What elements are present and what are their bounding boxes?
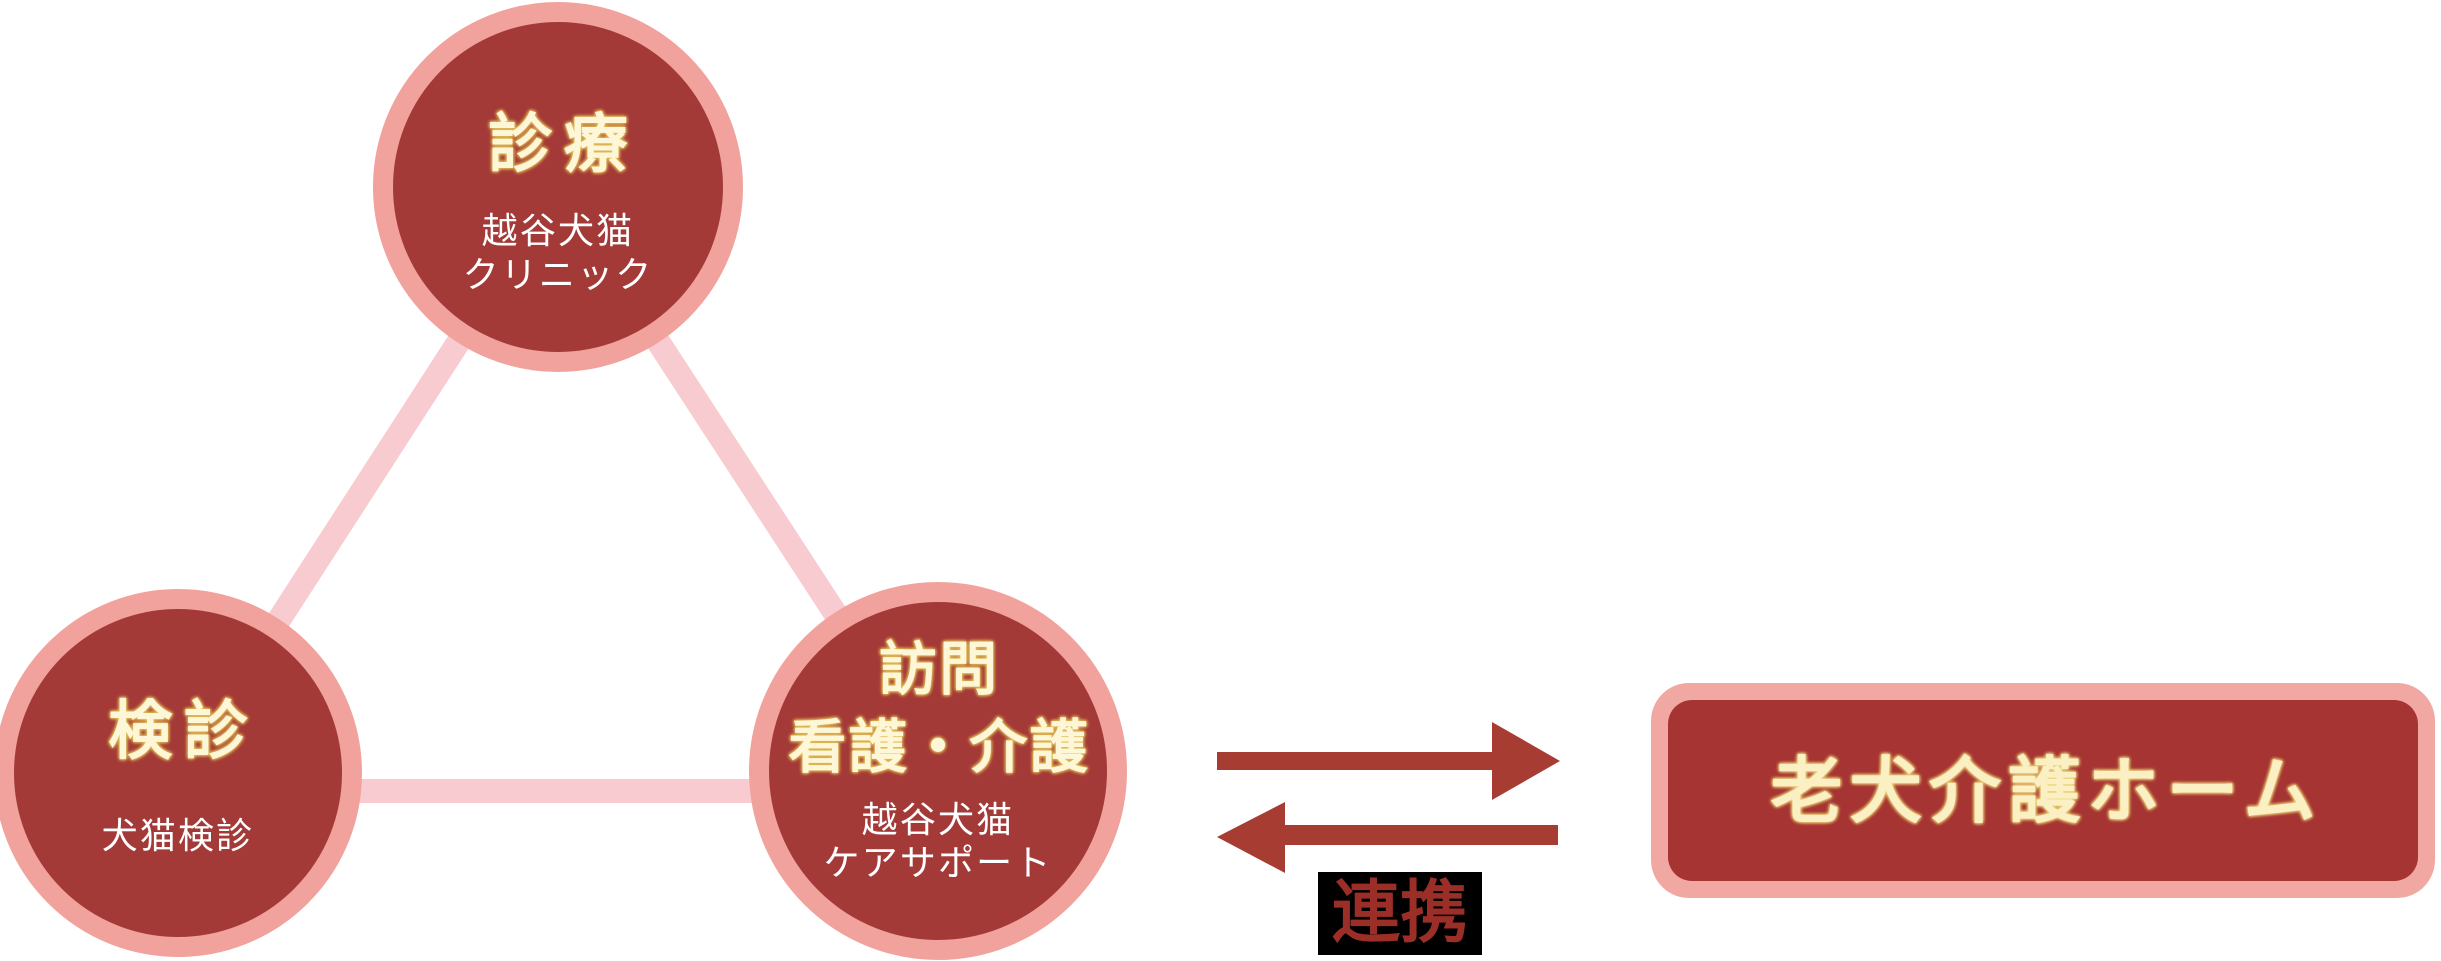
renkei-label: 連携	[1331, 873, 1468, 953]
rouken-kaigo-home-box: 老犬介護ホーム	[1651, 683, 2435, 898]
circle-houmon-subtitle: 越谷犬猫 ケアサポート	[824, 799, 1053, 885]
circle-kenshin-subtitle-line1: 犬猫検診	[101, 815, 255, 857]
circle-shinryo-title: 診療	[488, 108, 640, 183]
rouken-kaigo-home-box-inner: 老犬介護ホーム	[1668, 700, 2418, 881]
circle-houmon-title: 訪問 看護・介護	[786, 631, 1090, 786]
circle-kenshin-subtitle: 犬猫検診	[102, 815, 255, 858]
renkei-label-box: 連携	[1318, 872, 1482, 955]
circle-kenshin: 検診 犬猫検診	[0, 589, 362, 957]
circle-shinryo-subtitle-line1: 越谷犬猫	[481, 211, 635, 253]
circle-houmon-title-line1: 訪問	[878, 635, 1000, 704]
circle-houmon-kango-kaigo: 訪問 看護・介護 越谷犬猫 ケアサポート	[749, 582, 1127, 960]
circle-shinryo: 診療 越谷犬猫 クリニック	[373, 2, 743, 372]
right-arrow-icon	[1217, 722, 1560, 800]
circle-houmon-title-line2: 看護・介護	[788, 712, 1090, 781]
rouken-kaigo-home-label: 老犬介護ホーム	[1770, 748, 2323, 833]
circle-houmon-subtitle-line1: 越谷犬猫	[861, 799, 1015, 841]
circle-shinryo-subtitle: 越谷犬猫 クリニック	[463, 210, 654, 296]
circle-shinryo-subtitle-line2: クリニック	[462, 254, 654, 296]
left-arrow-icon	[1217, 802, 1558, 873]
circle-kenshin-title: 検診	[108, 694, 260, 769]
circle-houmon-subtitle-line2: ケアサポート	[823, 842, 1053, 884]
